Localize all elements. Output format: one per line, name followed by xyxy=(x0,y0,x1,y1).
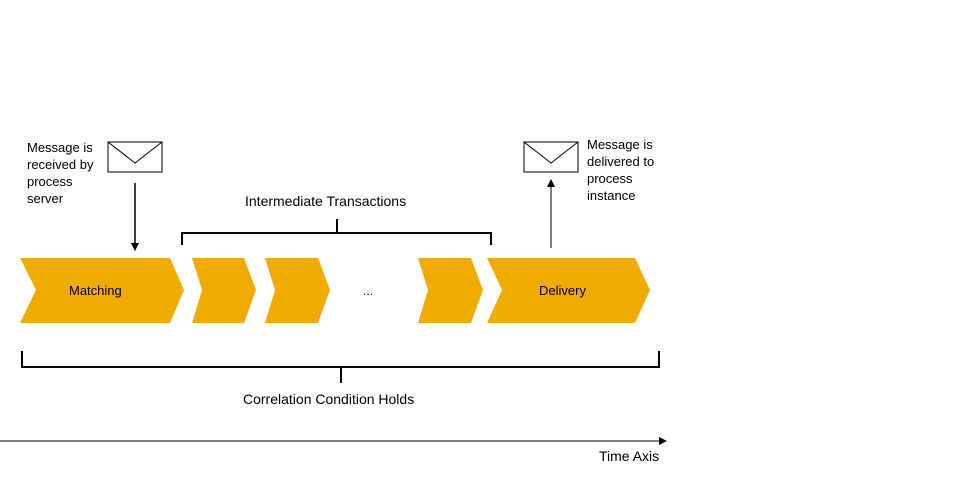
matching-label: Matching xyxy=(69,283,122,298)
intermediate-step-2 xyxy=(265,258,330,323)
incoming-envelope-icon xyxy=(107,141,163,173)
correlation-condition-label: Correlation Condition Holds xyxy=(243,391,415,407)
intermediate-transactions-label: Intermediate Transactions xyxy=(245,193,407,209)
outgoing-envelope-icon xyxy=(523,141,579,173)
correlation-bracket xyxy=(21,351,660,383)
intermediate-step-1 xyxy=(192,258,256,323)
intermediate-bracket xyxy=(181,219,492,245)
intermediate-step-last xyxy=(418,258,483,323)
matching-step xyxy=(20,258,184,323)
time-axis-label: Time Axis xyxy=(599,448,660,464)
delivery-label: Delivery xyxy=(539,283,586,298)
ellipsis-label: ... xyxy=(363,284,374,298)
delivery-step xyxy=(487,258,650,323)
delivered-note: Message is delivered to process instance xyxy=(587,137,655,203)
received-note: Message is received by process server xyxy=(27,140,94,206)
